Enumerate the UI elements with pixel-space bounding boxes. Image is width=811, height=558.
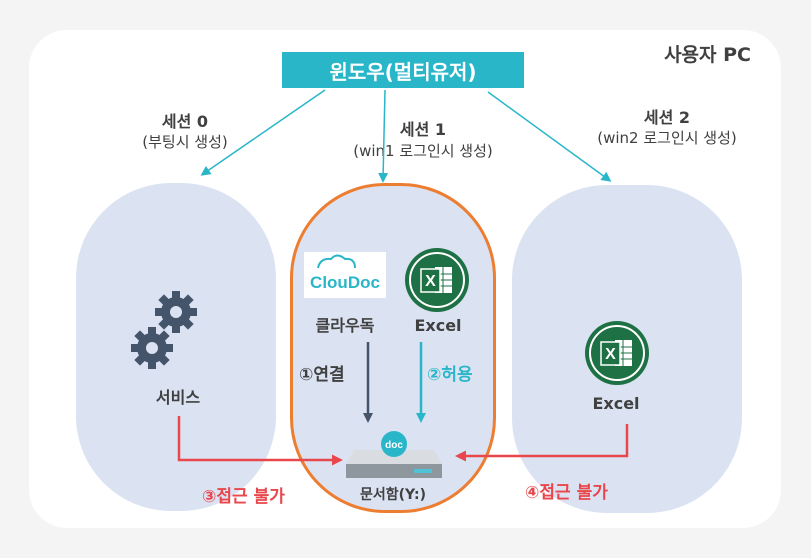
cloudoc-logo-icon: ClouDoc — [304, 252, 386, 298]
pc-label: 사용자 PC — [664, 44, 751, 66]
windows-multiuser-label: 윈도우(멀티유저) — [329, 59, 477, 84]
step-deny-session-0-label: ③접근 불가 — [202, 487, 285, 507]
gears-icon — [131, 291, 197, 369]
session-0-container — [76, 183, 276, 511]
session-2-title: 세션 2 — [643, 108, 691, 127]
session-1-title: 세션 1 — [399, 120, 447, 139]
excel-icon: X — [405, 248, 469, 312]
excel-letter: X — [425, 273, 436, 290]
excel-label-session-2: Excel — [592, 394, 640, 413]
drive-badge-text: doc — [385, 440, 403, 451]
arrow-to-session-2 — [487, 91, 612, 182]
cloudoc-label: 클라우독 — [315, 316, 375, 335]
arrow-deny-session-2 — [455, 424, 629, 462]
excel-icon-session-2: X — [585, 321, 649, 385]
cloudoc-logo-text: ClouDoc — [310, 273, 380, 292]
windows-multiuser-box: 윈도우(멀티유저) — [282, 52, 524, 88]
drive-icon: doc — [346, 431, 442, 478]
session-0-title: 세션 0 — [161, 112, 209, 131]
arrow-to-session-1 — [378, 89, 389, 183]
session-2-subtitle: (win2 로그인시 생성) — [597, 129, 737, 147]
excel-letter-session-2: X — [605, 346, 616, 363]
step-deny-session-2-label: ④접근 불가 — [525, 483, 608, 503]
drive-label: 문서함(Y:) — [360, 487, 426, 503]
arrow-deny-session-0 — [177, 416, 343, 466]
step-connect-label: ①연결 — [299, 365, 345, 385]
arrow-to-session-0 — [200, 89, 326, 176]
session-0-subtitle: (부팅시 생성) — [142, 133, 228, 151]
session-1-subtitle: (win1 로그인시 생성) — [353, 142, 493, 160]
service-label: 서비스 — [155, 388, 201, 407]
excel-label: Excel — [414, 316, 462, 335]
step-allow-label: ②허용 — [427, 365, 473, 385]
